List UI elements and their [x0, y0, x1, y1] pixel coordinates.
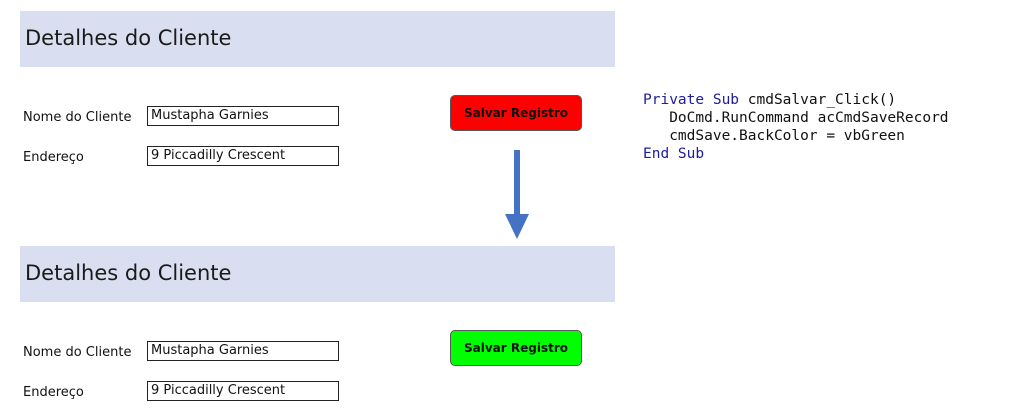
save-record-button-red[interactable]: Salvar Registro: [450, 95, 582, 131]
vba-code-block: Private Sub cmdSalvar_Click() DoCmd.RunC…: [643, 91, 949, 163]
address-label: Endereço: [23, 150, 84, 165]
address-field[interactable]: 9 Piccadilly Crescent: [147, 146, 339, 166]
code-line-3: cmdSave.BackColor = vbGreen: [643, 128, 905, 144]
customer-name-label: Nome do Cliente: [23, 345, 132, 360]
customer-name-field[interactable]: Mustapha Garnies: [147, 341, 339, 361]
form-title: Detalhes do Cliente: [25, 261, 232, 285]
save-record-button-green[interactable]: Salvar Registro: [450, 330, 582, 366]
code-line-1: cmdSalvar_Click(): [739, 92, 897, 108]
address-value: 9 Piccadilly Crescent: [151, 383, 286, 398]
code-line-2: DoCmd.RunCommand acCmdSaveRecord: [643, 110, 949, 126]
address-field[interactable]: 9 Piccadilly Crescent: [147, 381, 339, 401]
form-header-after: Detalhes do Cliente: [20, 246, 615, 302]
customer-name-label: Nome do Cliente: [23, 110, 132, 125]
address-value: 9 Piccadilly Crescent: [151, 148, 286, 163]
form-header-before: Detalhes do Cliente: [20, 11, 615, 67]
customer-name-value: Mustapha Garnies: [151, 108, 269, 123]
address-label: Endereço: [23, 385, 84, 400]
code-keyword: End Sub: [643, 146, 705, 162]
arrow-down-icon: [505, 150, 529, 239]
form-title: Detalhes do Cliente: [25, 26, 232, 50]
customer-name-field[interactable]: Mustapha Garnies: [147, 106, 339, 126]
customer-name-value: Mustapha Garnies: [151, 343, 269, 358]
code-keyword: Private Sub: [643, 92, 740, 108]
